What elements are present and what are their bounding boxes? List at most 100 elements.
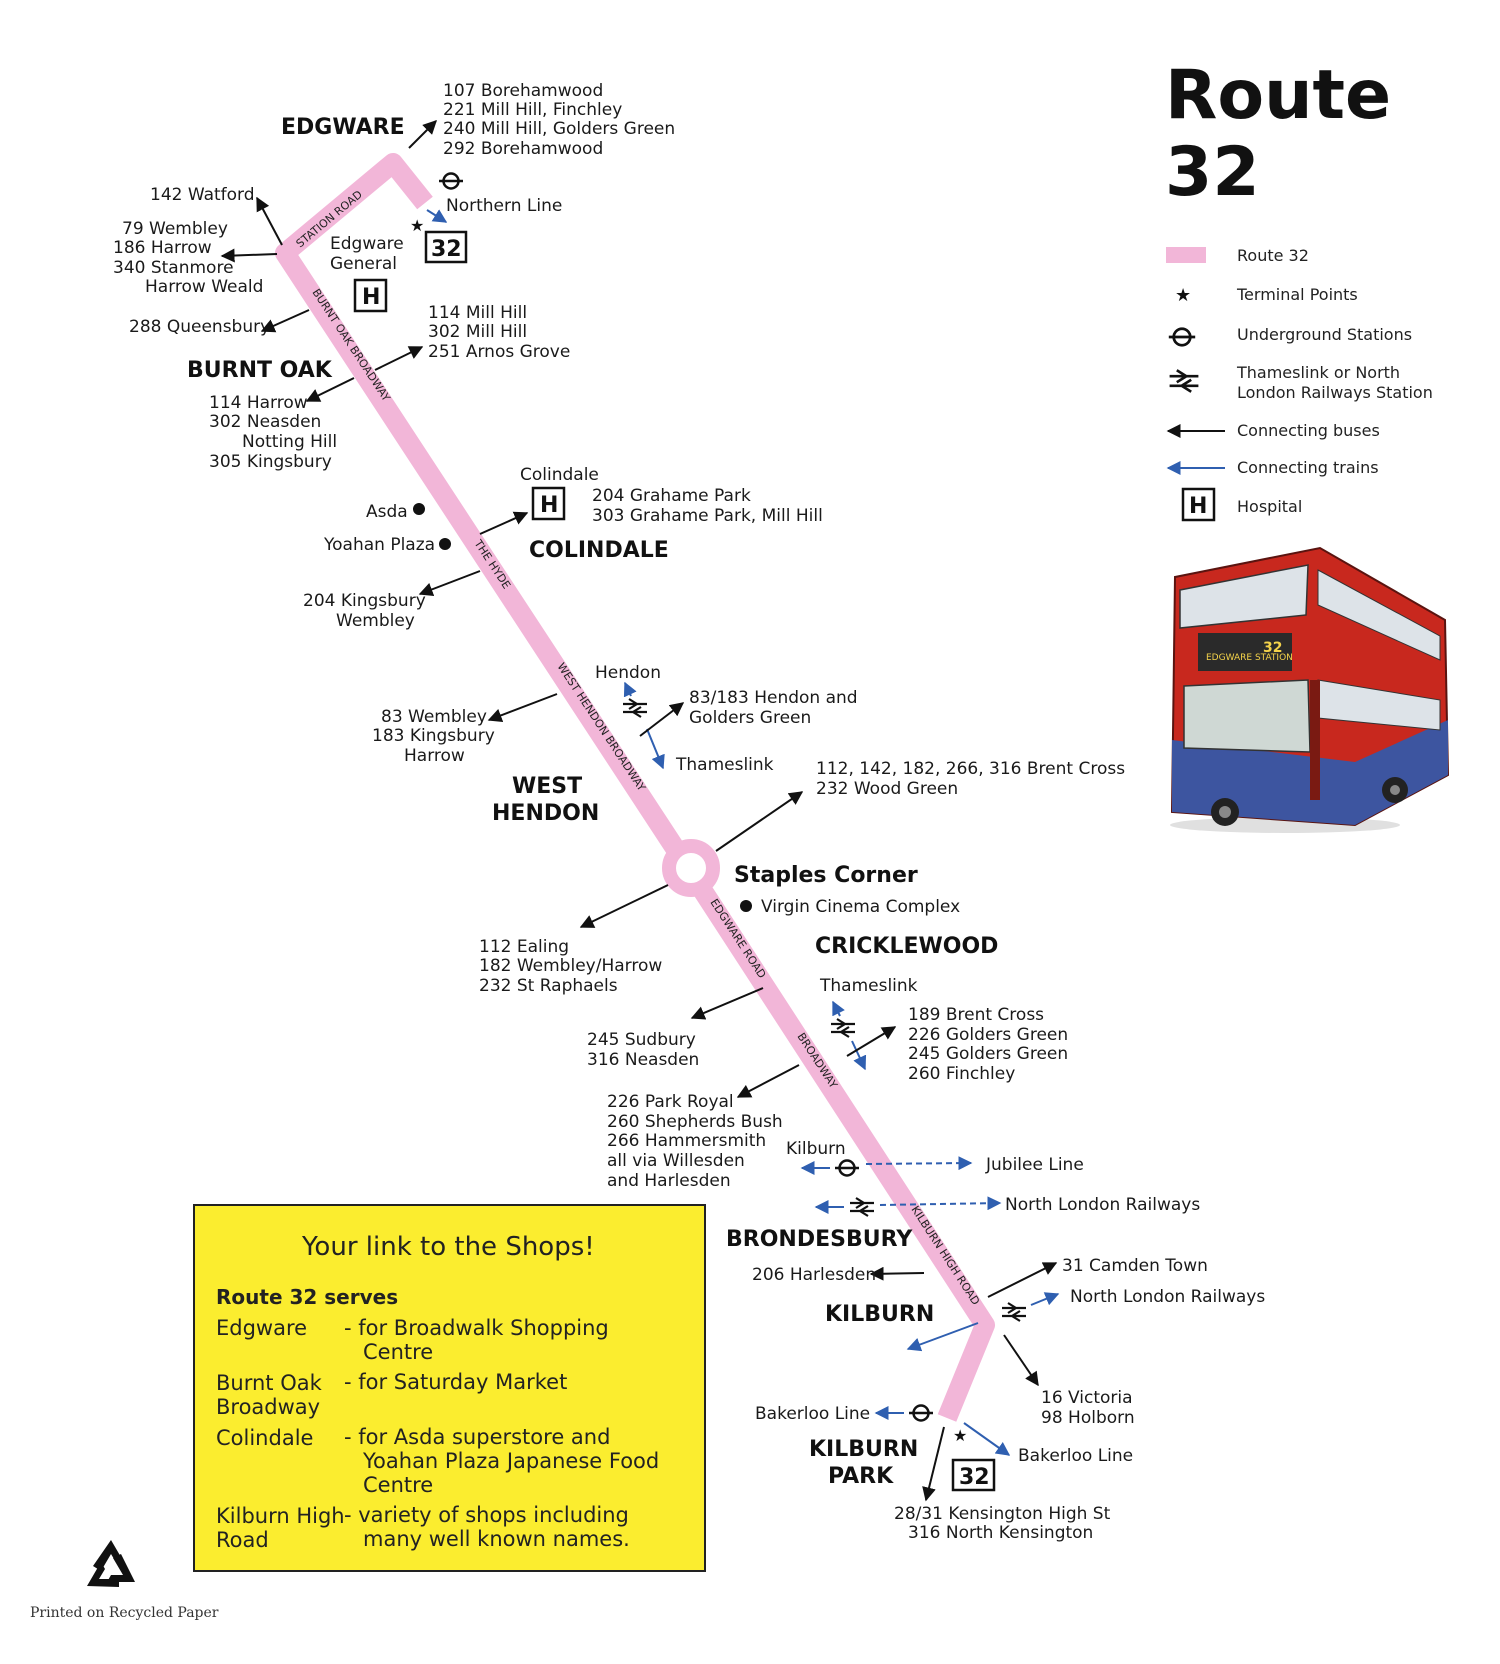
rail-double-arrow-icon <box>829 1018 857 1038</box>
shops-heading: Your link to the Shops! <box>301 1232 595 1262</box>
bus-label: 260 Finchley <box>908 1064 1015 1084</box>
area-burnt-oak: BURNT OAK <box>187 358 333 383</box>
bus-label: Harrow Weald <box>145 277 263 297</box>
shop-place: Edgware <box>216 1316 307 1340</box>
bus-label: 221 Mill Hill, Finchley <box>443 100 622 120</box>
train-arrow <box>832 1000 845 1017</box>
bus-arrow <box>260 309 310 333</box>
bus-label: 114 Mill Hill <box>428 303 527 323</box>
station-label: Hendon <box>595 663 661 683</box>
train-arrow <box>646 728 665 770</box>
shop-desc: Centre <box>363 1473 433 1497</box>
area-kilburn-park-2: PARK <box>828 1464 894 1489</box>
train-arrow <box>851 1040 867 1071</box>
bus-label: 292 Borehamwood <box>443 139 603 159</box>
bus-label: 204 Grahame Park <box>592 486 751 506</box>
bus-route-number: 32 <box>1263 640 1282 656</box>
bus-label: 204 Kingsbury <box>303 591 426 611</box>
train-arrow <box>426 209 448 223</box>
bus-label: Wembley <box>336 611 415 631</box>
underground-roundel-icon <box>1167 327 1197 347</box>
legend-route: Route 32 <box>1237 246 1309 265</box>
rail-double-arrow-icon <box>848 1197 876 1217</box>
shop-place: Burnt Oak <box>216 1371 323 1395</box>
rail-double-arrow-icon <box>1168 369 1200 393</box>
shop-desc: many well known names. <box>363 1527 630 1551</box>
shop-place: Road <box>216 1528 269 1552</box>
hospital-label: Colindale <box>520 465 599 485</box>
bus-arrow <box>579 884 669 928</box>
bus-label: 114 Harrow <box>209 393 308 413</box>
bus-arrow <box>690 987 764 1020</box>
bus-label: 316 Neasden <box>587 1050 699 1070</box>
bus-label: and Harlesden <box>607 1171 731 1191</box>
bus-label: 288 Queensbury <box>129 317 270 337</box>
bus-label: 98 Holborn <box>1041 1408 1135 1428</box>
bus-label: 316 North Kensington <box>908 1523 1093 1543</box>
bus-label: 226 Golders Green <box>908 1025 1068 1045</box>
recycle-icon <box>87 1540 135 1587</box>
train-arrow <box>879 1196 1002 1211</box>
bus-arrow <box>487 693 558 723</box>
area-cricklewood: CRICKLEWOOD <box>815 934 998 959</box>
bus-arrow <box>869 1266 925 1281</box>
hospital-h-icon <box>1181 487 1216 522</box>
north-london-railways-label: North London Railways <box>1070 1287 1265 1307</box>
star-icon: ★ <box>953 1426 967 1445</box>
bus-label: 232 Wood Green <box>816 779 958 799</box>
route-number-box-icon <box>951 1458 996 1492</box>
bus-label: 83/183 Hendon and <box>689 688 858 708</box>
bus-label: all via Willesden <box>607 1151 745 1171</box>
legend: Route 32 ★ Terminal Points Underground S… <box>1166 246 1433 522</box>
bus-label: 182 Wembley/Harrow <box>479 956 662 976</box>
bus-arrow <box>846 1026 897 1057</box>
train-arrow <box>623 681 637 698</box>
train-arrow <box>865 1156 973 1171</box>
bus-arrow <box>639 702 685 737</box>
bus-label: 186 Harrow <box>113 238 212 258</box>
legend-rail-1: Thameslink or North <box>1236 363 1400 382</box>
landmark-dot-icon <box>413 503 425 515</box>
bus-arrow <box>305 377 355 402</box>
bus-destination: EDGWARE STATION <box>1206 653 1293 663</box>
shop-desc: - variety of shops including <box>344 1503 629 1527</box>
bus-label: 305 Kingsbury <box>209 452 332 472</box>
underground-roundel-icon <box>833 1159 861 1177</box>
bus-label: 189 Brent Cross <box>908 1005 1044 1025</box>
title-route: Route <box>1165 56 1391 135</box>
area-colindale: COLINDALE <box>529 538 669 563</box>
recycled-paper-note: Printed on Recycled Paper <box>30 1605 219 1621</box>
hospital-h-letter: H <box>362 285 380 310</box>
bus-label: 28/31 Kensington High St <box>894 1504 1111 1524</box>
bus-label: 245 Sudbury <box>587 1030 696 1050</box>
legend-buses: Connecting buses <box>1237 421 1380 440</box>
route-number-box-text: 32 <box>959 1465 990 1490</box>
hospital-h-icon <box>531 486 566 521</box>
shop-place: Kilburn High <box>216 1504 345 1528</box>
bus-label: 112 Ealing <box>479 937 569 957</box>
bus-label: 226 Park Royal <box>607 1092 734 1112</box>
yoahan-label: Yoahan Plaza <box>323 535 435 555</box>
bus-label: 302 Neasden <box>209 412 321 432</box>
bus-arrow <box>1003 1334 1039 1387</box>
bus-label: 112, 142, 182, 266, 316 Brent Cross <box>816 759 1125 779</box>
route-number-box-text: 32 <box>431 237 462 262</box>
bus-arrow <box>418 570 481 597</box>
bakerloo-line-label: Bakerloo Line <box>1018 1446 1133 1466</box>
hospital-label: General <box>330 254 397 274</box>
bus-label: 245 Golders Green <box>908 1044 1068 1064</box>
legend-terminal: Terminal Points <box>1236 285 1358 304</box>
shop-desc: Yoahan Plaza Japanese Food <box>362 1449 659 1473</box>
thameslink-label: Thameslink <box>675 755 774 775</box>
bus-label: 251 Arnos Grove <box>428 342 570 362</box>
bus-label: 31 Camden Town <box>1062 1256 1208 1276</box>
bus-label: 303 Grahame Park, Mill Hill <box>592 506 823 526</box>
northern-line-label: Northern Line <box>446 196 562 216</box>
bus-label: 183 Kingsbury <box>372 726 495 746</box>
area-hendon: HENDON <box>492 801 599 826</box>
legend-trains: Connecting trains <box>1237 458 1379 477</box>
area-staples-corner: Staples Corner <box>734 863 918 888</box>
area-west: WEST <box>512 774 582 799</box>
bus-arrow <box>922 1426 945 1502</box>
